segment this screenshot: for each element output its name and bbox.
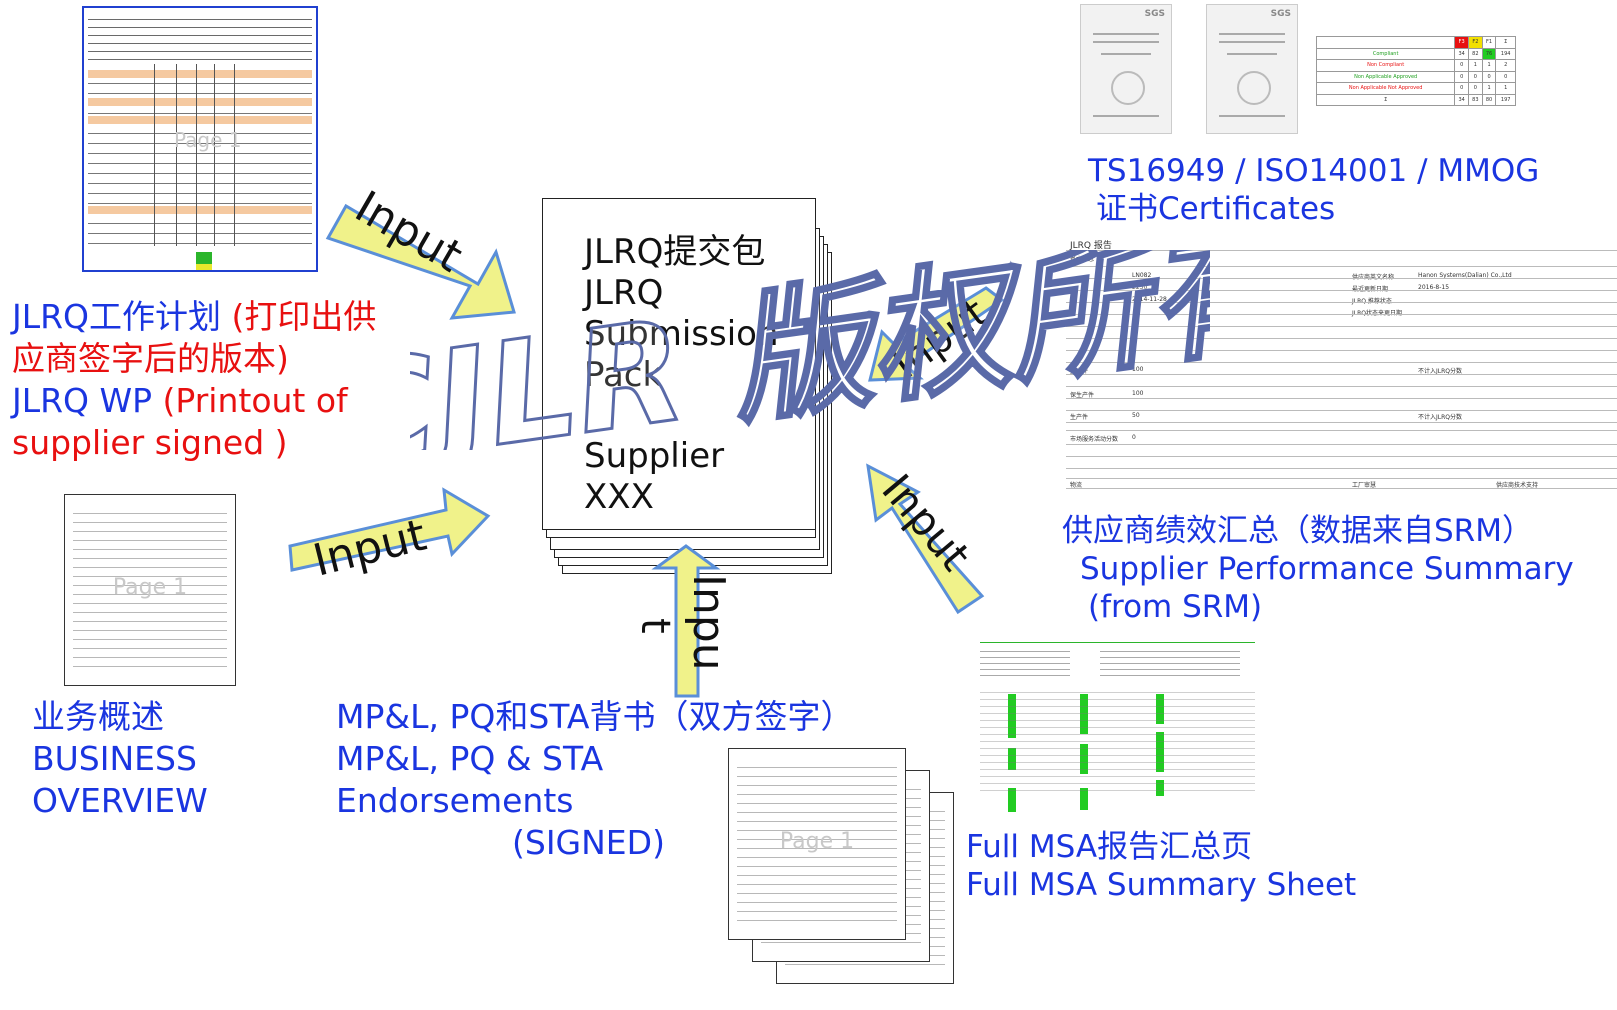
input-label-part-2: t <box>632 618 678 634</box>
cjlr-watermark: CJLR 版权所有 <box>410 250 1210 450</box>
supplier-performance-report-thumbnail: JLRQ 报告 基本信息 供应商英文名称 Hanon Systems(Dalia… <box>1066 230 1617 490</box>
input-label-part-1: Inpu <box>683 574 734 671</box>
arrow-from-msa: Input <box>866 463 985 615</box>
page-watermark: Page 1 <box>174 128 242 152</box>
pack-page-1 <box>542 198 816 530</box>
arrow-from-business: Input <box>288 487 491 587</box>
input-label: Input <box>308 510 431 587</box>
certificates-caption: TS16949 / ISO14001 / MMOG 证书Certificates <box>1088 153 1540 227</box>
msa-summary-sheet-thumbnail <box>980 640 1255 815</box>
jlrq-wp-caption: JLRQ工作计划 (打印出供 应商签字后的版本) JLRQ WP (Printo… <box>12 297 377 462</box>
business-overview-caption: 业务概述 BUSINESS OVERVIEW <box>32 697 208 820</box>
endorsements-caption: MP&L, PQ和STA背书（双方签字） MP&L, PQ & STA Endo… <box>336 697 854 862</box>
arrow-from-endorsements: Inpu t <box>632 544 734 698</box>
supplier-performance-caption: 供应商绩效汇总（数据来自SRM） Supplier Performance Su… <box>1062 513 1574 625</box>
msa-caption: Full MSA报告汇总页 Full MSA Summary Sheet <box>966 829 1357 903</box>
submission-pack-title: JLRQ提交包 JLRQ Submission Pack Supplier XX… <box>584 232 779 517</box>
iso14001-certificate-thumbnail: SGS <box>1206 4 1298 134</box>
endorsement-doc-1: Page 1 <box>728 748 906 940</box>
ts16949-certificate-thumbnail: SGS <box>1080 4 1172 134</box>
business-overview-thumbnail: Page 1 <box>64 494 236 686</box>
svg-text:CJLR 版权所有: CJLR 版权所有 <box>410 250 1210 450</box>
jlrq-wp-document-thumbnail: Page 1 <box>82 6 318 272</box>
